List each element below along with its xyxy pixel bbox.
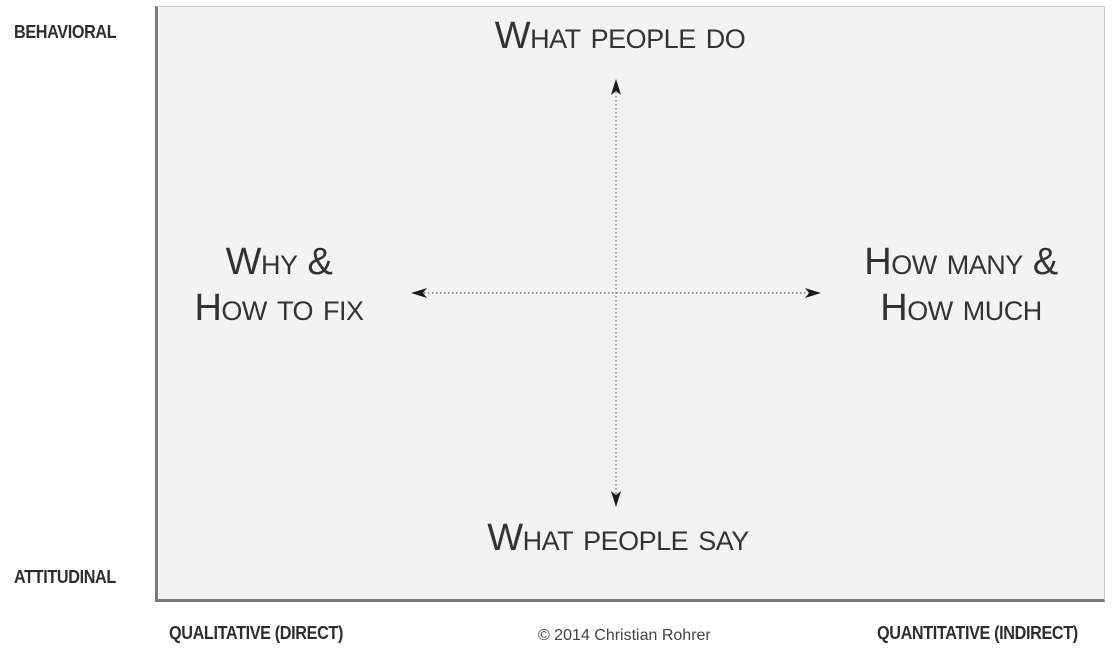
arrow-right-icon <box>805 288 821 298</box>
arrow-down-icon <box>611 491 621 507</box>
quadrant-label-right-line1: How many & <box>864 241 1058 283</box>
quadrant-label-right-line2: How much <box>880 287 1042 329</box>
quadrant-label-left-line2: How to fix <box>194 287 364 329</box>
axis-label-qualitative: QUALITATIVE (DIRECT) <box>169 623 343 643</box>
quadrant-label-bottom: What people say <box>487 517 749 559</box>
quadrant-label-left-line1: Why & <box>225 241 333 283</box>
arrow-left-icon <box>411 288 427 298</box>
axis-label-attitudinal: ATTITUDINAL <box>14 567 116 587</box>
axis-label-quantitative: QUANTITATIVE (INDIRECT) <box>877 623 1078 643</box>
axis-label-behavioral: BEHAVIORAL <box>14 22 117 42</box>
quadrant-panel <box>155 6 1105 602</box>
quadrant-label-top: What people do <box>494 15 746 57</box>
copyright-text: © 2014 Christian Rohrer <box>538 627 711 644</box>
arrow-up-icon <box>611 79 621 95</box>
